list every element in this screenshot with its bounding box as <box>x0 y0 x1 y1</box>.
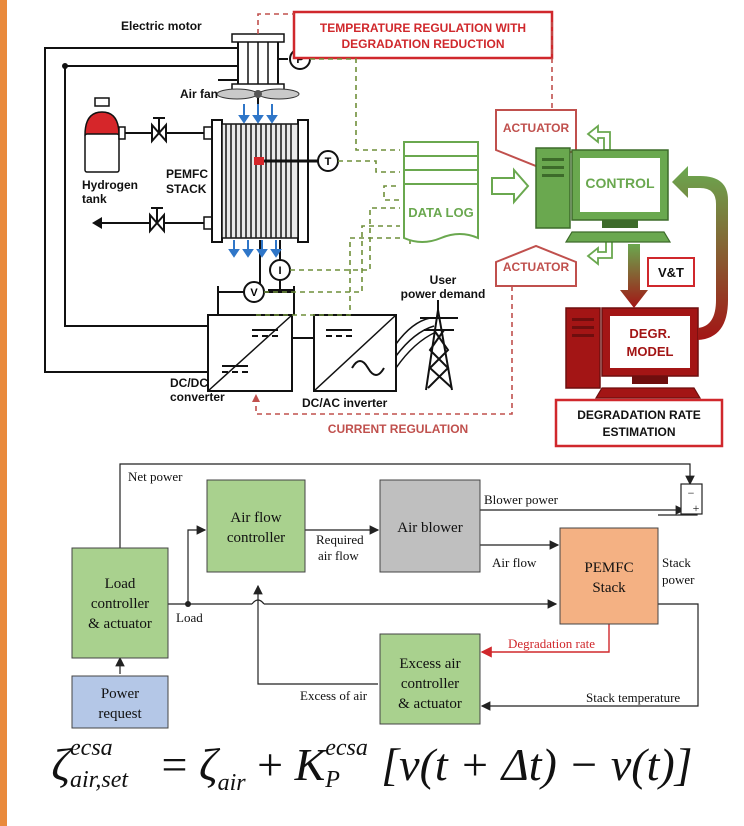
air-fan-icon <box>216 88 300 100</box>
system-diagram: Electric motor P Air fan <box>44 10 728 448</box>
temperature-sensor-label: T <box>325 156 332 168</box>
degradation-rate-estimation-label-1: DEGRADATION RATE <box>577 408 701 422</box>
pressure-sensor-label: P <box>296 54 303 66</box>
stack-power-label-2: power <box>662 572 695 587</box>
dcac-inverter-label: DC/AC inverter <box>302 396 388 410</box>
pemfc-stack-block-label-1: PEMFC <box>584 560 633 576</box>
required-air-flow-label-2: air flow <box>318 548 359 563</box>
vt-label: V&T <box>658 265 684 280</box>
air-flow-controller-label-2: controller <box>227 530 285 546</box>
sum-minus-sign: − <box>688 486 695 500</box>
load-controller-label-3: & actuator <box>88 616 152 632</box>
actuator-bottom-label: ACTUATOR <box>503 260 570 274</box>
pemfc-stack-icon <box>211 119 318 243</box>
air-flow-label: Air flow <box>492 555 537 570</box>
control-computer-icon <box>535 147 672 243</box>
actuator-top-label: ACTUATOR <box>503 121 570 135</box>
pemfc-stack-label-1: PEMFC <box>166 167 208 181</box>
formula-k: K <box>294 739 326 790</box>
formula-sup-ecsa: ecsa <box>70 735 113 762</box>
hydrogen-tank-icon <box>84 97 126 173</box>
air-flow-controller-label-1: Air flow <box>230 510 281 526</box>
air-flow-controller-block <box>206 479 306 573</box>
load-controller-label-1: Load <box>105 576 136 592</box>
excess-air-controller-block <box>379 633 481 725</box>
formula-body: [ν(t + Δt) − ν(t)] <box>381 739 693 790</box>
datalog-to-control-arrow <box>491 167 530 205</box>
excess-air-controller-label-1: Excess air <box>399 656 460 672</box>
load-label: Load <box>176 610 203 625</box>
temperature-regulation-box <box>292 10 554 60</box>
dcac-inverter-icon <box>313 314 397 392</box>
formula-k-sub: P <box>325 767 340 794</box>
current-sensor-label: I <box>278 265 281 277</box>
formula-equals: = <box>161 739 188 790</box>
excess-of-air-label: Excess of air <box>300 688 368 703</box>
power-request-label-2: request <box>98 706 142 722</box>
dcdc-converter-label-1: DC/DC <box>170 376 208 390</box>
formula-sub-air-set: air,set <box>70 767 129 794</box>
formula-sub-air: air <box>217 770 246 797</box>
transmission-tower-icon <box>420 300 458 391</box>
dcdc-converter-icon <box>207 314 293 392</box>
power-request-block <box>71 675 169 729</box>
degradation-rate-estimation-box <box>554 398 724 448</box>
temperature-regulation-label-2: DEGRADATION REDUCTION <box>341 37 504 51</box>
user-power-demand-label-2: power demand <box>401 287 486 301</box>
net-power-label: Net power <box>128 469 183 484</box>
data-log-icon <box>403 141 479 243</box>
pemfc-stack-block <box>559 527 659 625</box>
degr-model-label-2: MODEL <box>627 344 674 359</box>
stack-power-label-1: Stack <box>662 555 691 570</box>
degr-model-label-1: DEGR. <box>629 326 670 341</box>
pemfc-stack-label-2: STACK <box>166 182 207 196</box>
pemfc-stack-block-label-2: Stack <box>592 580 626 596</box>
actuator-bottom-box <box>495 244 577 287</box>
excess-air-controller-label-2: controller <box>401 676 459 692</box>
control-label: CONTROL <box>585 175 655 191</box>
summing-junction <box>680 483 703 515</box>
hydrogen-tank-label-2: tank <box>82 192 107 206</box>
outlet-valve-icon <box>149 207 165 234</box>
blower-power-label: Blower power <box>484 492 559 507</box>
left-accent-bar <box>0 0 7 826</box>
air-blower-block <box>379 479 481 573</box>
vt-box <box>647 257 695 287</box>
load-controller-block <box>71 547 169 659</box>
formula-zeta-2: ζ <box>198 739 218 790</box>
dcdc-converter-label-2: converter <box>170 390 225 404</box>
air-blower-label: Air blower <box>397 520 462 536</box>
degr-model-computer-icon <box>565 307 702 399</box>
formula-plus: + <box>257 739 284 790</box>
temperature-regulation-label-1: TEMPERATURE REGULATION WITH <box>320 21 526 35</box>
hydrogen-tank-label-1: Hydrogen <box>82 178 138 192</box>
air-fan-label: Air fan <box>180 87 218 101</box>
electric-motor-label: Electric motor <box>121 19 202 33</box>
degradation-rate-estimation-label-2: ESTIMATION <box>602 425 675 439</box>
current-regulation-label: CURRENT REGULATION <box>328 422 468 436</box>
inlet-valve-icon <box>151 117 167 144</box>
model-to-control-feedback-arrow <box>672 166 728 340</box>
user-power-demand-label-1: User <box>430 273 457 287</box>
electric-motor <box>231 33 285 93</box>
voltage-sensor-label: V <box>250 287 258 299</box>
formula-zeta: ζ <box>51 739 71 790</box>
stack-temperature-label: Stack temperature <box>586 690 680 705</box>
power-request-label-1: Power <box>101 686 139 702</box>
degradation-rate-label: Degradation rate <box>508 636 595 651</box>
block-diagram: − + Load controller & actuator Power req… <box>71 463 703 729</box>
sum-plus-sign: + <box>693 501 700 515</box>
control-to-model-arrow <box>620 244 648 308</box>
formula-k-sup: ecsa <box>325 735 368 762</box>
excess-air-controller-label-3: & actuator <box>398 696 462 712</box>
data-log-label: DATA LOG <box>408 205 473 220</box>
load-controller-label-2: controller <box>91 596 149 612</box>
required-air-flow-label-1: Required <box>316 532 364 547</box>
